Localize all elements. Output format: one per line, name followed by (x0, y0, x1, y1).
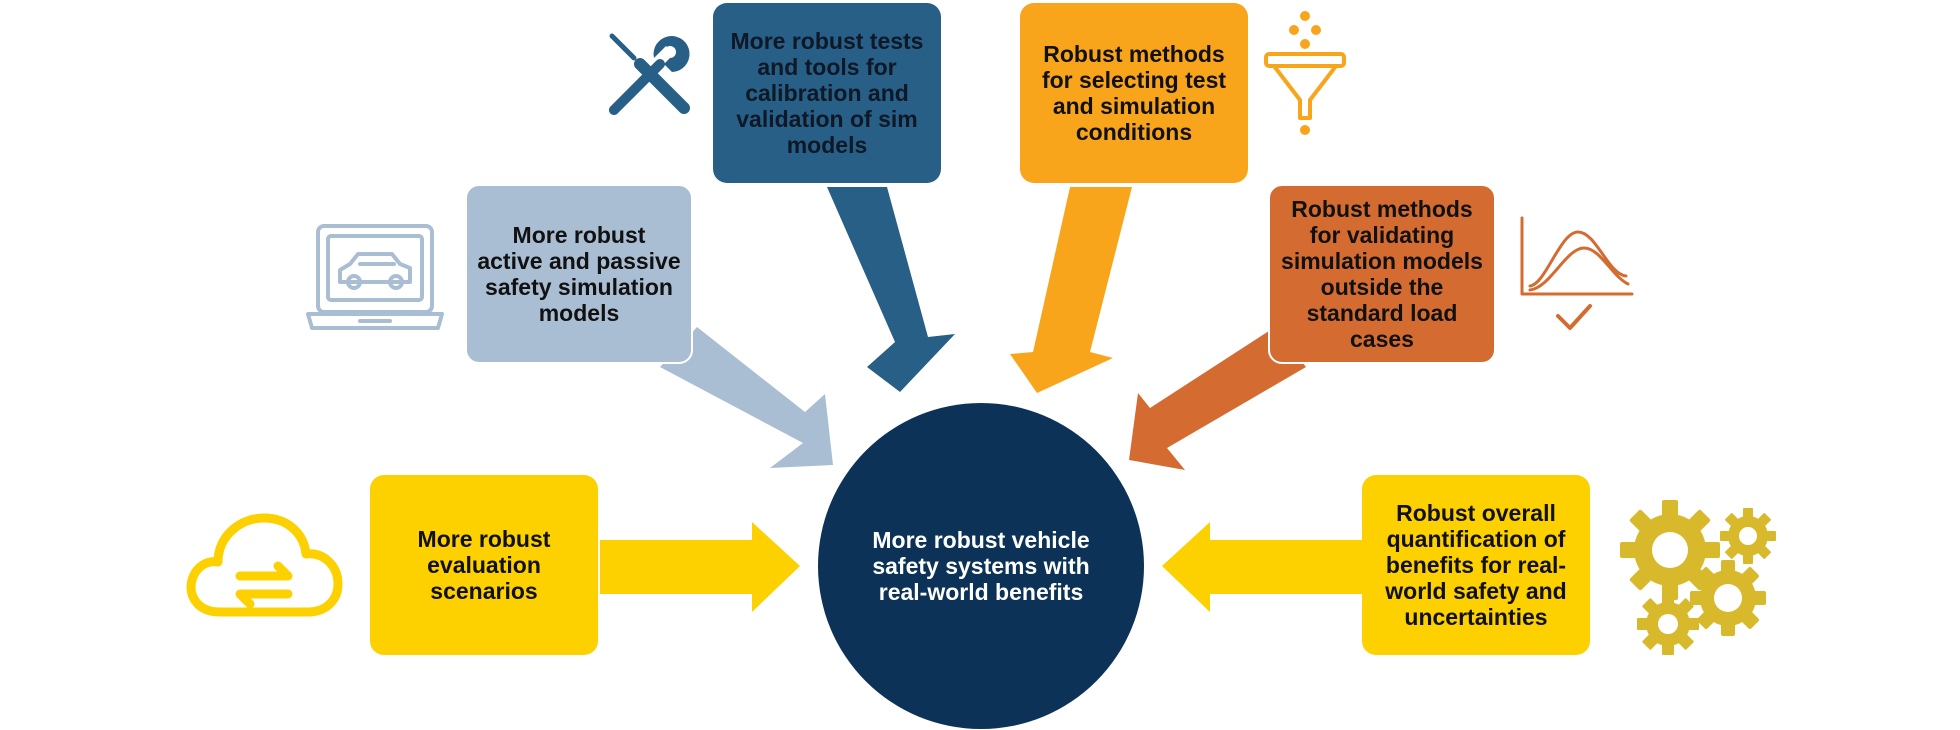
node-tests-tools-label: More robust tests and tools for calibrat… (730, 28, 924, 158)
node-tests-tools: More robust tests and tools for calibrat… (713, 3, 941, 183)
edge-arrow-selecting-conditions (1010, 187, 1132, 393)
node-validating-models-label: Robust methods for validating simulation… (1281, 196, 1483, 352)
chart-check-icon (1520, 216, 1634, 330)
edge-arrow-validating-models (1129, 327, 1306, 470)
node-safety-models-label: More robust active and passive safety si… (477, 222, 681, 326)
edge-arrow-evaluation-scenarios (600, 522, 800, 612)
node-evaluation-scenarios-label: More robust evaluation scenarios (417, 526, 551, 604)
node-quantification: Robust overall quantification of benefit… (1362, 475, 1590, 655)
node-safety-models: More robust active and passive safety si… (465, 184, 693, 364)
edge-arrow-safety-models (660, 327, 833, 468)
edge-arrow-tests-tools (827, 187, 955, 392)
node-selecting-conditions-label: Robust methods for selecting test and si… (1041, 41, 1227, 145)
node-evaluation-scenarios: More robust evaluation scenarios (370, 475, 598, 655)
center-node-label: More robust vehicle safety systems with … (872, 527, 1090, 605)
cloud-sync-icon (186, 513, 343, 617)
laptop-car-icon (306, 224, 444, 330)
center-node: More robust vehicle safety systems with … (818, 403, 1144, 729)
tools-icon (609, 33, 690, 115)
node-quantification-label: Robust overall quantification of benefit… (1385, 500, 1567, 630)
gears-icon (1620, 500, 1776, 655)
funnel-icon (1264, 11, 1346, 135)
node-selecting-conditions: Robust methods for selecting test and si… (1020, 3, 1248, 183)
edge-arrow-quantification (1162, 522, 1362, 612)
node-validating-models: Robust methods for validating simulation… (1268, 184, 1496, 364)
